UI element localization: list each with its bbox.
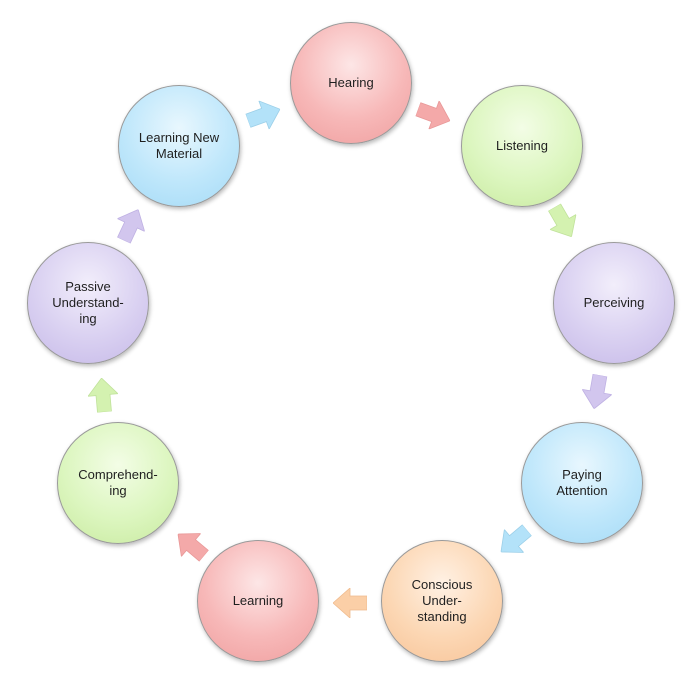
arrow-icon-to-comprehending [174, 530, 210, 562]
arrow-icon-to-conscious-understanding [497, 524, 533, 556]
arrow-icon-to-listening [415, 99, 451, 130]
node-label: Hearing [328, 75, 374, 90]
arrow-icon-to-perceiving [546, 203, 580, 238]
node-perceiving: Perceiving [553, 242, 675, 364]
node-passive-understanding: Passive Understand- ing [27, 242, 149, 364]
node-listening: Listening [461, 85, 583, 207]
arrow-icon-to-paying-attention [580, 373, 614, 410]
node-paying-attention: Paying Attention [521, 422, 643, 544]
node-label: Passive Understand- ing [52, 279, 124, 326]
node-label: Learning New Material [138, 130, 220, 161]
arrow-icon-to-hearing [245, 100, 281, 131]
arrow-icon-to-passive-understanding [86, 377, 120, 413]
node-conscious-understanding: Conscious Under- standing [381, 540, 503, 662]
node-label: Listening [495, 138, 549, 153]
node-learning: Learning [197, 540, 319, 662]
arrow-icon-to-learning-new-material [114, 209, 148, 244]
node-label: Conscious Under- standing [411, 577, 473, 624]
node-comprehending: Comprehend- ing [57, 422, 179, 544]
node-hearing: Hearing [290, 22, 412, 144]
node-learning-new-material: Learning New Material [118, 85, 240, 207]
node-label: Perceiving [583, 295, 645, 310]
node-label: Comprehend- ing [78, 467, 158, 498]
node-label: Paying Attention [556, 467, 608, 498]
arrow-icon-to-learning [333, 588, 367, 618]
node-label: Learning [232, 593, 284, 608]
